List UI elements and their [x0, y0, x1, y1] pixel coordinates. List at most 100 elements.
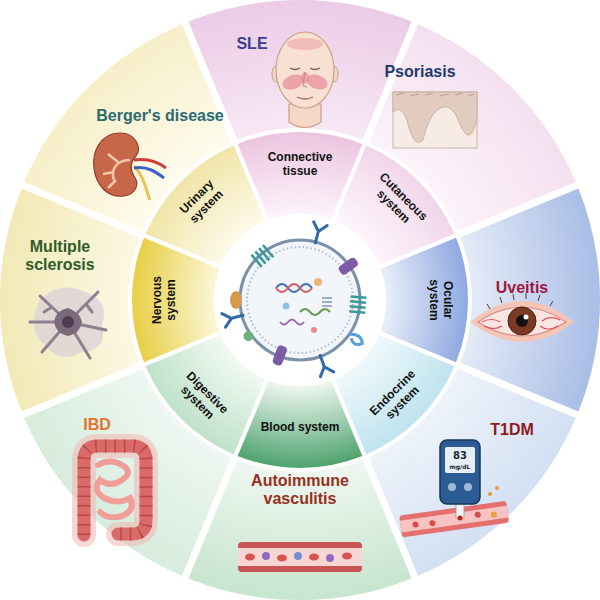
- segment-outline: [22, 365, 235, 578]
- system-label: Nervous system: [151, 262, 179, 338]
- skin-illustration: [393, 92, 477, 148]
- wedge-shape: [335, 146, 455, 266]
- wedge-shape: [146, 146, 266, 266]
- disease-label: T1DM: [472, 421, 552, 439]
- mouth: [297, 97, 313, 99]
- blood-cell: [429, 520, 436, 527]
- disease-segment: T1DM: [365, 365, 578, 578]
- colon-folds: [84, 446, 146, 535]
- wedge-shape: [132, 238, 220, 363]
- system-label: Connective tissue: [262, 151, 338, 179]
- cargo-molecule: [322, 298, 332, 306]
- dna-strand: [276, 284, 312, 292]
- meter-screen: [445, 447, 475, 473]
- segment-outline: [0, 185, 142, 415]
- epidermis: [393, 92, 477, 143]
- vessel-wall: [238, 542, 362, 572]
- ear: [272, 66, 280, 82]
- system-segment: Endocrine system: [332, 332, 456, 456]
- transmembrane-protein: [349, 296, 366, 312]
- blood-drop: [458, 516, 463, 521]
- neck: [289, 104, 321, 128]
- rna-strand: [280, 320, 304, 325]
- segment-outline: [144, 144, 268, 268]
- neuron-illustration: [30, 288, 106, 359]
- wedge-shape: [238, 380, 363, 468]
- center-disc: [214, 214, 386, 386]
- cell-body: [54, 308, 82, 336]
- neuron-halo: [34, 288, 104, 358]
- disease-segment: IBD: [22, 365, 235, 578]
- vessel-wall: [399, 501, 509, 538]
- system-segment: Ocular system: [379, 235, 468, 365]
- red-blood-cell: [309, 554, 319, 561]
- cargo-molecule: [314, 278, 322, 286]
- immune-cell: [262, 552, 270, 560]
- inflammation-glow: [84, 446, 146, 535]
- disease-segment: Autoimmune vasculitis: [185, 458, 415, 600]
- segment-outline: [365, 365, 578, 578]
- immune-cell: [294, 552, 302, 560]
- vein: [134, 168, 164, 178]
- sclera: [478, 307, 566, 336]
- wedge-shape: [24, 369, 231, 576]
- kidney: [94, 133, 139, 196]
- renal-pelvis: [103, 154, 130, 188]
- disease-segment: Berger's disease: [22, 22, 235, 235]
- meter-body: [440, 440, 480, 504]
- butterfly-rash: [301, 72, 309, 84]
- iris: [508, 307, 536, 335]
- wedge-shape: [146, 335, 266, 455]
- red-blood-cell: [342, 553, 352, 560]
- wedge-shape: [369, 24, 576, 231]
- small-intestine: [97, 462, 132, 518]
- eyelid: [470, 301, 574, 342]
- meter-button: [464, 483, 472, 491]
- blood-cell: [412, 521, 419, 528]
- segment-outline: [185, 458, 415, 600]
- blood-veins: [482, 318, 560, 329]
- receptor-protein: [222, 309, 245, 328]
- eye-highlight: [524, 315, 529, 320]
- system-segment: Nervous system: [132, 235, 221, 365]
- vessel-lumen: [238, 548, 362, 566]
- disease-segment: Multiple sclerosis: [0, 185, 142, 415]
- segment-outline: [235, 379, 365, 468]
- dendrites: [30, 292, 106, 358]
- wedge-shape: [380, 238, 468, 363]
- intestine-illustration: [84, 446, 146, 535]
- disease-label: Multiple sclerosis: [8, 238, 113, 275]
- vessel-illustration: [238, 542, 362, 572]
- colon: [84, 446, 146, 535]
- dermis: [393, 92, 477, 148]
- test-strip: [456, 502, 464, 518]
- segment-outline: [22, 22, 235, 235]
- meter-reading: mg/dL: [450, 464, 471, 470]
- wedge-shape: [369, 369, 576, 576]
- butterfly-rash: [304, 72, 329, 93]
- pupil: [516, 315, 528, 327]
- disease-label: IBD: [67, 416, 127, 434]
- segment-outline: [185, 0, 415, 142]
- vesicle-membrane: [240, 240, 360, 360]
- wedge-shape: [24, 24, 231, 231]
- meter-button: [448, 483, 456, 491]
- vessel-lumen: [400, 506, 509, 533]
- disease-segment: Psoriasis: [365, 22, 578, 235]
- glucose-dot: [488, 492, 492, 496]
- butterfly-rash: [280, 72, 305, 93]
- blood-cell: [474, 511, 481, 518]
- system-segment: Connective tissue: [235, 132, 365, 221]
- eyes: [290, 68, 320, 70]
- glucose-dot: [495, 486, 499, 490]
- disease-segment: Uveitis: [458, 185, 600, 415]
- receptor-protein: [309, 222, 328, 245]
- disease-label: Autoimmune vasculitis: [238, 472, 363, 509]
- system-label: Blood system: [250, 421, 350, 435]
- surface-protein: [241, 329, 255, 343]
- system-label: Urinary system: [165, 165, 238, 238]
- system-label: Cutaneous system: [361, 165, 434, 238]
- kidney-illustration: [94, 133, 166, 200]
